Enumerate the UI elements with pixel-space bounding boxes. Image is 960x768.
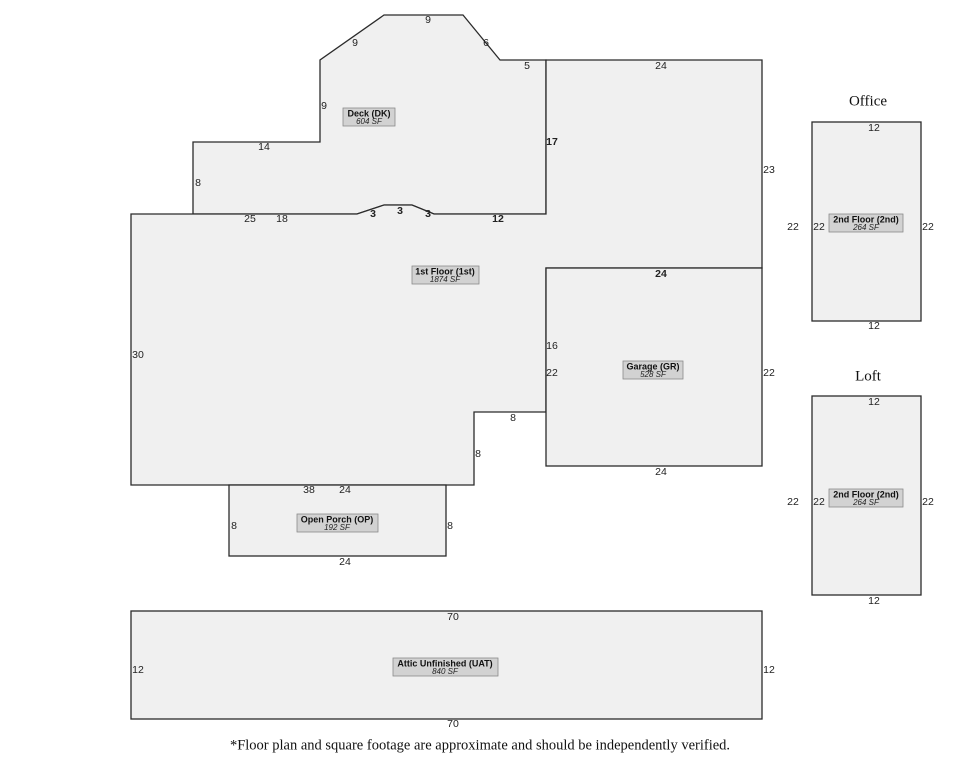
dim-label: 8	[475, 448, 481, 460]
dim-label: 22	[787, 221, 799, 233]
room-area: 192 SF	[324, 523, 351, 532]
dim-label: 22	[813, 496, 825, 508]
room-name: Deck (DK)	[347, 108, 390, 118]
dim-label: 8	[447, 520, 453, 532]
dim-label: 5	[524, 60, 530, 72]
dim-label: 22	[922, 221, 934, 233]
room-area: 840 SF	[432, 667, 459, 676]
room-name: Garage (GR)	[626, 361, 679, 371]
dim-label: 24	[339, 556, 351, 568]
room-name: 2nd Floor (2nd)	[833, 489, 899, 499]
office-title: Office	[849, 93, 887, 109]
loft-second-floor-label: 2nd Floor (2nd) 264 SF	[828, 488, 904, 508]
dim-label: 22	[763, 367, 775, 379]
room-area: 1874 SF	[430, 275, 461, 284]
room-area: 264 SF	[852, 223, 880, 232]
dim-label: 22	[787, 496, 799, 508]
disclaimer-footnote: *Floor plan and square footage are appro…	[230, 737, 730, 753]
dim-label: 3	[397, 205, 403, 217]
dim-label: 8	[510, 412, 516, 424]
dim-label: 12	[868, 595, 880, 607]
dim-label: 9	[352, 37, 358, 49]
room-area: 528 SF	[640, 370, 667, 379]
dim-label: 12	[763, 664, 775, 676]
dim-label: 9	[321, 100, 327, 112]
dim-label: 22	[922, 496, 934, 508]
dim-label: 18	[276, 213, 288, 225]
dim-label: 14	[258, 141, 270, 153]
attic-label: Attic Unfinished (UAT) 840 SF	[392, 657, 499, 677]
dim-label: 24	[655, 466, 667, 478]
dim-label: 24	[655, 60, 667, 72]
room-name: 1st Floor (1st)	[415, 266, 475, 276]
dim-label: 70	[447, 718, 459, 730]
first-floor-label: 1st Floor (1st) 1874 SF	[411, 265, 480, 285]
dim-label: 6	[483, 37, 489, 49]
dim-label: 30	[132, 349, 144, 361]
dim-label: 12	[868, 396, 880, 408]
deck-label: Deck (DK) 604 SF	[342, 107, 396, 127]
dim-label: 12	[868, 320, 880, 332]
dim-label: 24	[655, 268, 667, 280]
dim-label: 24	[339, 484, 351, 496]
dim-label: 22	[546, 367, 558, 379]
office-second-floor-label: 2nd Floor (2nd) 264 SF	[828, 213, 904, 233]
room-area: 264 SF	[852, 498, 880, 507]
dim-label: 8	[195, 177, 201, 189]
dim-label: 12	[132, 664, 144, 676]
room-name: Attic Unfinished (UAT)	[397, 658, 492, 668]
dim-label: 8	[231, 520, 237, 532]
garage-label: Garage (GR) 528 SF	[622, 360, 684, 380]
dim-label: 70	[447, 611, 459, 623]
dim-label: 3	[425, 208, 431, 220]
dim-label: 23	[763, 164, 775, 176]
dim-label: 12	[492, 213, 504, 225]
loft-title: Loft	[855, 368, 882, 384]
dim-label: 22	[813, 221, 825, 233]
dim-label: 38	[303, 484, 315, 496]
room-name: 2nd Floor (2nd)	[833, 214, 899, 224]
dim-label: 9	[425, 14, 431, 26]
room-area: 604 SF	[356, 117, 383, 126]
dim-label: 12	[868, 122, 880, 134]
dim-label: 17	[546, 136, 558, 148]
open-porch-label: Open Porch (OP) 192 SF	[296, 513, 379, 533]
dim-label: 25	[244, 213, 256, 225]
dim-label: 3	[370, 208, 376, 220]
room-name: Open Porch (OP)	[301, 514, 374, 524]
dim-label: 16	[546, 340, 558, 352]
